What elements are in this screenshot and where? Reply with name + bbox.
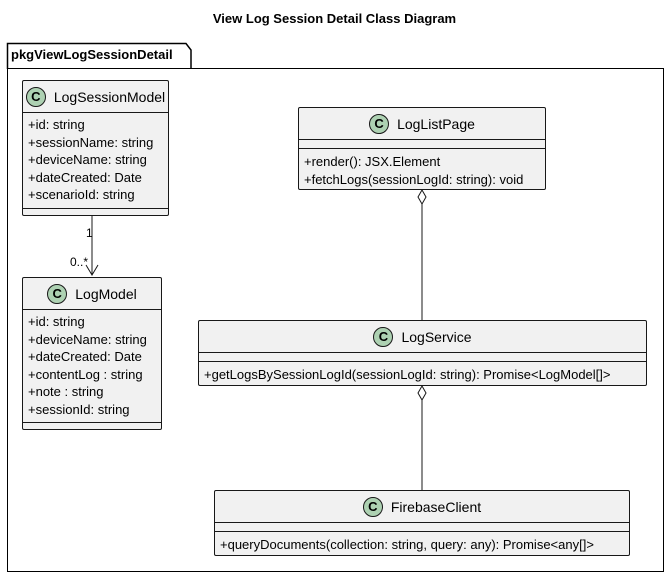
aggregation-diamond-1 xyxy=(417,188,427,206)
attribute: +sessionName: string xyxy=(28,134,154,150)
class-header: C LogSessionModel xyxy=(23,81,168,113)
attribute: +deviceName: string xyxy=(28,331,147,347)
association-arrowhead xyxy=(85,264,99,276)
package-frame xyxy=(7,68,664,572)
attribute: +dateCreated: Date xyxy=(28,169,142,185)
class-attributes-empty xyxy=(215,523,629,532)
class-name: LogService xyxy=(401,328,472,345)
multiplicity-source: 1 xyxy=(86,226,93,240)
class-log-model[interactable]: C LogModel +id: string +deviceName: stri… xyxy=(22,277,162,430)
class-header: C LogListPage xyxy=(299,108,545,140)
class-log-session-model[interactable]: C LogSessionModel +id: string +sessionNa… xyxy=(22,80,169,216)
class-attributes-empty xyxy=(299,140,545,149)
class-operations: +queryDocuments(collection: string, quer… xyxy=(215,532,629,558)
attribute: +deviceName: string xyxy=(28,152,147,167)
diagram-title: View Log Session Detail Class Diagram xyxy=(212,11,457,26)
class-attributes: +id: string +sessionName: string +device… xyxy=(23,113,168,209)
attribute: +sessionId: string xyxy=(28,401,130,417)
class-name: FirebaseClient xyxy=(390,498,482,515)
class-stereotype-icon: C xyxy=(47,283,68,304)
class-firebase-client[interactable]: C FirebaseClient +queryDocuments(collect… xyxy=(214,490,630,556)
attribute: +id: string xyxy=(28,117,85,132)
class-name: LogSessionModel xyxy=(53,88,166,105)
class-operations: +getLogsBySessionLogId(sessionLogId: str… xyxy=(199,362,646,388)
class-operations-empty xyxy=(23,209,168,217)
attribute: +note : string xyxy=(28,384,104,399)
class-operations: +render(): JSX.Element +fetchLogs(sessio… xyxy=(299,149,545,192)
class-attributes: +id: string +deviceName: string +dateCre… xyxy=(23,310,161,423)
operation: +fetchLogs(sessionLogId: string): void xyxy=(304,171,524,187)
operation: +getLogsBySessionLogId(sessionLogId: str… xyxy=(204,367,611,382)
attribute: +id: string xyxy=(28,314,85,329)
class-header: C FirebaseClient xyxy=(215,491,629,523)
class-header: C LogModel xyxy=(23,278,161,310)
class-operations-empty xyxy=(23,423,161,431)
attribute: +contentLog : string xyxy=(28,366,143,382)
multiplicity-target: 0..* xyxy=(70,255,89,269)
class-log-service[interactable]: C LogService +getLogsBySessionLogId(sess… xyxy=(198,320,647,386)
package-tab-outline xyxy=(6,42,192,69)
class-stereotype-icon: C xyxy=(373,326,394,347)
attribute: +dateCreated: Date xyxy=(28,349,142,364)
aggregation-diamond-2 xyxy=(417,384,427,402)
class-stereotype-icon: C xyxy=(25,86,46,107)
attribute: +scenarioId: string xyxy=(28,187,135,202)
class-stereotype-icon: C xyxy=(362,496,383,517)
class-name: LogModel xyxy=(75,285,137,302)
class-name: LogListPage xyxy=(397,115,475,132)
class-stereotype-icon: C xyxy=(369,113,390,134)
class-header: C LogService xyxy=(199,321,646,353)
class-log-list-page[interactable]: C LogListPage +render(): JSX.Element +fe… xyxy=(298,107,546,190)
class-attributes-empty xyxy=(199,353,646,362)
operation: +queryDocuments(collection: string, quer… xyxy=(220,537,594,552)
operation: +render(): JSX.Element xyxy=(304,154,441,169)
package-name: pkgViewLogSessionDetail xyxy=(11,47,173,62)
